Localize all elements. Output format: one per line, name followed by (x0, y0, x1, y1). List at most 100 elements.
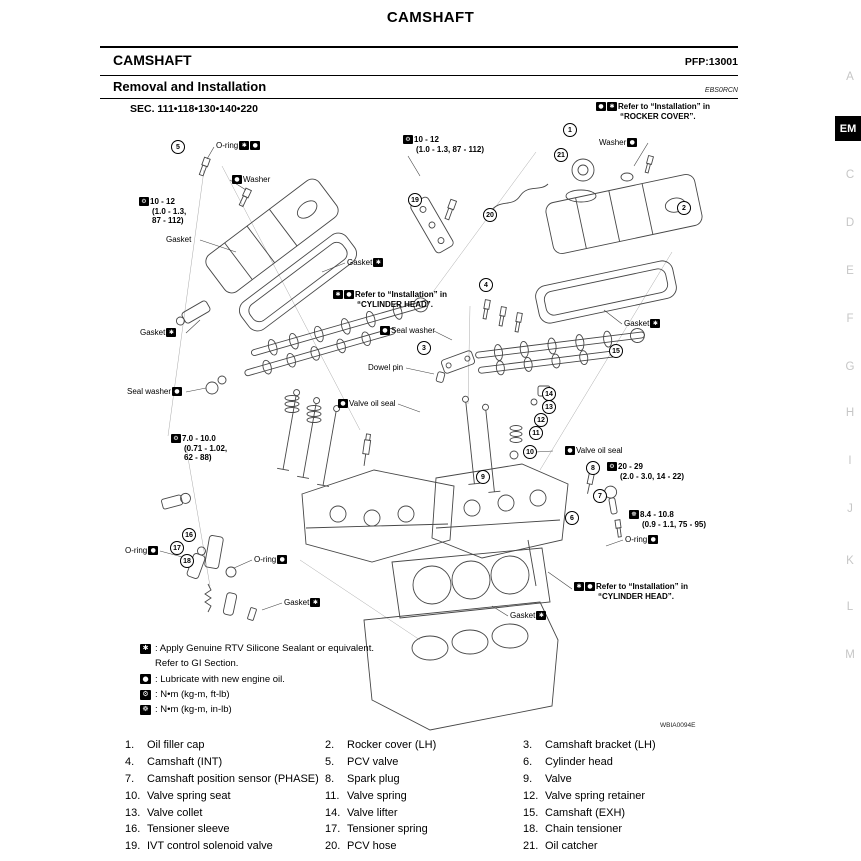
diagram-label-text: (1.0 - 1.3, (152, 206, 187, 216)
margin-letter-h: H (845, 407, 855, 419)
legend-item: ●: Lubricate with new engine oil. (140, 672, 374, 687)
part-name: Tensioner sleeve (147, 823, 230, 836)
diagram-label-text: (1.0 - 1.3, 87 - 112) (416, 144, 485, 154)
callout-17: 17 (170, 541, 184, 555)
divider (100, 75, 738, 76)
part-number: 13. (125, 806, 141, 819)
diagram-label: ●Valve oil seal (565, 446, 623, 456)
diagram-label: Gasket✱ (510, 611, 547, 621)
legend-item: ⚙: N•m (kg-m, ft-lb) (140, 687, 374, 702)
diagram-label: ⚙20 - 29(2.0 - 3.0, 14 - 22) (607, 462, 684, 481)
torque-inlb-icon: ☸ (140, 704, 151, 715)
diagram-label-text: Refer to “Installation” in (596, 582, 689, 591)
diagram-label-text: Seal washer (391, 326, 436, 335)
callout-21: 21 (554, 148, 568, 162)
diagram-label: Gasket✱ (140, 328, 177, 338)
symbol-legend: ✱: Apply Genuine RTV Silicone Sealant or… (140, 641, 374, 717)
diagram-label: Seal washer● (127, 387, 183, 397)
sealant-icon: ✱ (373, 258, 384, 268)
margin-letter-i: I (848, 455, 852, 467)
margin-letter-d: D (845, 217, 855, 229)
part-name: Camshaft (INT) (147, 755, 223, 768)
margin-letter-e: E (846, 265, 854, 277)
callout-13: 13 (542, 400, 556, 414)
oil-icon: ● (596, 102, 606, 112)
part-number: 21. (523, 840, 539, 853)
diagram-label-text: “CYLINDER HEAD”. (598, 591, 675, 601)
callout-12: 12 (534, 413, 548, 427)
diagram-label: Gasket✱ (624, 319, 661, 329)
diagram-label: O-ring● (625, 535, 659, 545)
diagram-label-text: Gasket (284, 598, 310, 607)
legend-text: : N•m (kg-m, ft-lb) (155, 689, 230, 701)
margin-letter-m: M (845, 649, 855, 661)
callout-10: 10 (523, 445, 537, 459)
callout-4: 4 (479, 278, 493, 292)
part-number: 19. (125, 840, 141, 853)
diagram-label-text: 8.4 - 10.8 (640, 510, 674, 519)
part-name: Tensioner spring (347, 823, 428, 836)
part-name: Camshaft (EXH) (545, 806, 626, 819)
margin-letter-a: A (846, 71, 854, 83)
margin-letter-j: J (847, 503, 853, 515)
diagram-label-text: O-ring (216, 141, 239, 150)
sealant-icon: ✱ (574, 582, 584, 592)
diagram-label-text: Dowel pin (368, 363, 404, 372)
part-name: Chain tensioner (545, 823, 623, 836)
part-number: 12. (523, 789, 539, 802)
diagram-label-text: 10 - 12 (414, 135, 439, 144)
sealant-icon: ✱ (536, 611, 547, 621)
margin-letter-l: L (846, 601, 854, 613)
part-number: 4. (125, 755, 135, 768)
diagram-label-text: “ROCKER COVER”. (620, 111, 696, 121)
diagram-label: O-ring● (125, 546, 159, 556)
part-number: 17. (325, 823, 341, 836)
callout-15: 15 (609, 344, 623, 358)
diagram-label: Dowel pin (368, 363, 403, 373)
part-number: 3. (523, 739, 533, 751)
part-number: 16. (125, 823, 141, 836)
section-title: CAMSHAFT (113, 52, 192, 68)
oil-icon: ● (250, 141, 261, 151)
torque-ftlb-icon: ⚙ (607, 462, 617, 472)
sealant-icon: ✱ (239, 141, 250, 151)
callout-11: 11 (529, 426, 543, 440)
part-name: Valve (545, 772, 572, 785)
diagram-label: Gasket (166, 235, 191, 245)
part-number: 20. (325, 840, 341, 853)
diagram-label-text: O-ring (254, 555, 277, 564)
part-number: 5. (325, 755, 335, 768)
legend-text: : N•m (kg-m, in-lb) (155, 704, 232, 716)
oil-icon: ● (565, 446, 575, 456)
diagram-label: Washer● (599, 138, 638, 148)
diagram-label: ✱●Refer to “Installation” in“CYLINDER HE… (574, 582, 688, 601)
diagram-label: ⚙10 - 12(1.0 - 1.3, 87 - 112) (403, 135, 484, 154)
diagram-label: O-ring● (254, 555, 288, 565)
part-number: 10. (125, 789, 141, 802)
sealant-icon: ✱ (310, 598, 321, 608)
oil-icon: ● (344, 290, 354, 300)
diagram-label-text: O-ring (625, 535, 648, 544)
part-name: Rocker cover (LH) (347, 739, 437, 751)
sealant-icon: ✱ (333, 290, 343, 300)
callout-8: 8 (586, 461, 600, 475)
oil-icon: ● (627, 138, 638, 148)
diagram-label: Gasket✱ (347, 258, 384, 268)
legend-item: ✱: Apply Genuine RTV Silicone Sealant or… (140, 641, 374, 656)
part-number: 8. (325, 772, 335, 785)
diagram-label-text: 10 - 12 (150, 197, 175, 206)
margin-letter-c: C (845, 169, 855, 181)
oil-icon: ● (277, 555, 288, 565)
part-name: Oil catcher (545, 840, 598, 853)
part-name: Cylinder head (545, 755, 613, 768)
callout-2: 2 (677, 201, 691, 215)
callout-5: 5 (171, 140, 185, 154)
part-number: 1. (125, 739, 135, 751)
diagram-label-text: 62 - 88) (184, 453, 212, 462)
diagram-label-text: Refer to “Installation” in (618, 102, 711, 111)
margin-letter-f: F (846, 313, 854, 325)
subsection-title: Removal and Installation (113, 79, 267, 94)
